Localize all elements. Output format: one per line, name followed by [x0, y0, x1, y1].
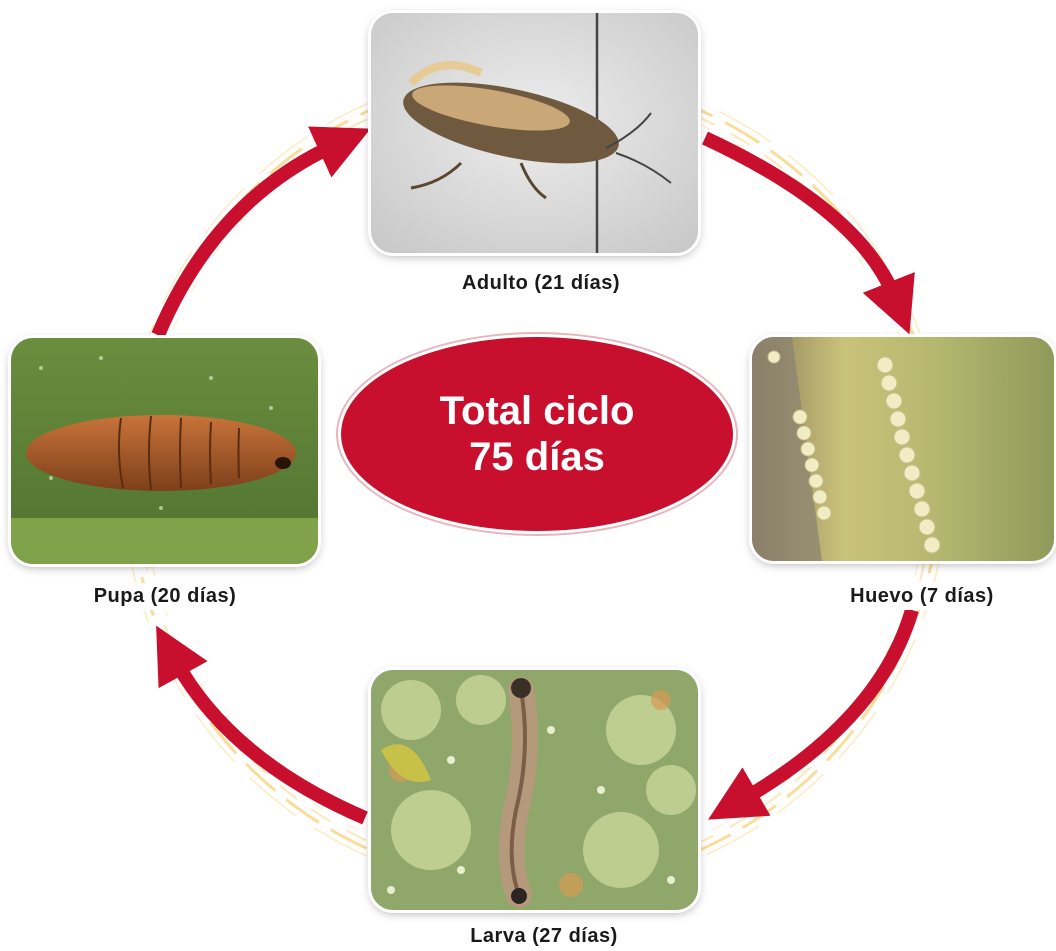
arrow-larva-to-pupa: [175, 660, 365, 818]
adulto-photo: [371, 13, 698, 253]
label-larva: Larva (27 días): [446, 923, 642, 950]
arrow-adulto-to-huevo: [705, 138, 895, 298]
huevo-photo: [752, 337, 1054, 561]
label-huevo: Huevo (7 días): [824, 583, 1020, 610]
label-pupa: Pupa (20 días): [62, 583, 268, 610]
arrow-pupa-to-adulto: [158, 145, 335, 335]
total-cycle-oval: Total ciclo 75 días: [338, 334, 736, 534]
label-adulto: Adulto (21 días): [438, 270, 644, 297]
arrow-huevo-to-larva: [742, 610, 912, 800]
total-cycle-line2: 75 días: [469, 434, 605, 480]
total-cycle-line1: Total ciclo: [440, 388, 635, 434]
pupa-photo: [11, 338, 318, 564]
larva-photo: [371, 670, 698, 910]
